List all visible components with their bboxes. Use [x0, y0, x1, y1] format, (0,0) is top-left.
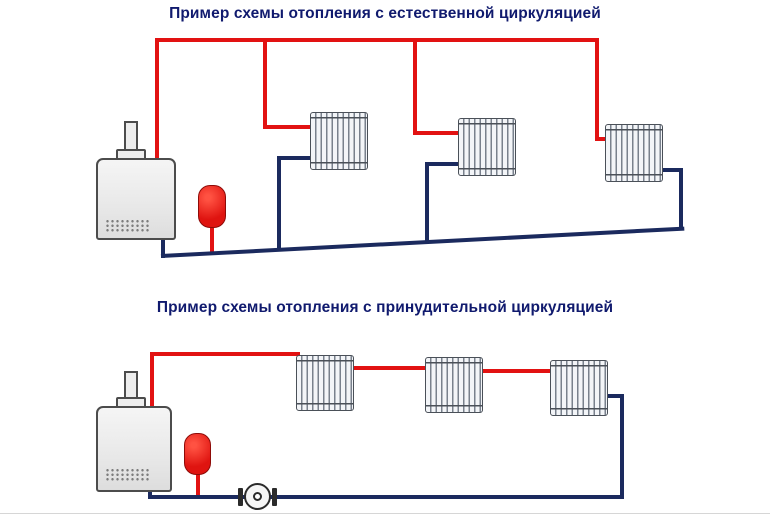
- return-connector-pipe-3: [606, 394, 624, 398]
- supply-connector-pipe-1: [263, 125, 312, 129]
- supply-connector-pipe-2: [413, 131, 460, 135]
- diagram-title-natural: Пример схемы отопления с естественной ци…: [169, 5, 601, 22]
- expansion-tank-stem-pipe: [196, 473, 200, 499]
- return-drop-pipe-3: [679, 168, 683, 230]
- supply-drop-pipe-3: [595, 38, 599, 141]
- return-drop-pipe-2: [425, 162, 429, 244]
- radiator-2: [458, 118, 516, 176]
- diagram-title-forced: Пример схемы отопления с принудительной …: [156, 299, 614, 316]
- supply-drop-pipe-2: [413, 38, 417, 135]
- pump-flange-right-icon: [272, 488, 277, 506]
- supply-riser-pipe: [150, 352, 154, 408]
- radiator-2: [425, 357, 483, 413]
- boiler-return-stub-pipe: [148, 488, 152, 499]
- pump-flange-left-icon: [238, 488, 243, 506]
- expansion-tank-icon: [198, 185, 226, 228]
- return-connector-pipe-2: [425, 162, 460, 166]
- boiler-return-stub-pipe: [161, 238, 165, 258]
- supply-link-pipe-2-3: [481, 369, 552, 373]
- supply-link-pipe-1-2: [352, 366, 427, 370]
- return-connector-pipe-1: [277, 156, 312, 160]
- radiator-1: [310, 112, 368, 170]
- return-connector-pipe-3: [661, 168, 683, 172]
- return-right-drop-pipe: [620, 394, 624, 499]
- return-drop-pipe-1: [277, 156, 281, 251]
- boiler-grille-icon: [105, 468, 149, 481]
- radiator-3: [550, 360, 608, 416]
- radiator-1: [296, 355, 354, 411]
- supply-riser-pipe: [155, 38, 159, 160]
- expansion-tank-icon: [184, 433, 211, 475]
- supply-connector-pipe-3: [595, 137, 609, 141]
- boiler-grille-icon: [105, 219, 151, 232]
- pump-hub-icon: [253, 492, 262, 501]
- return-bottom-main-pipe: [148, 495, 624, 499]
- radiator-3: [605, 124, 663, 182]
- supply-main-pipe: [150, 352, 300, 356]
- supply-drop-pipe-1: [263, 38, 267, 129]
- expansion-tank-stem-pipe: [210, 226, 214, 254]
- supply-main-pipe: [155, 38, 599, 42]
